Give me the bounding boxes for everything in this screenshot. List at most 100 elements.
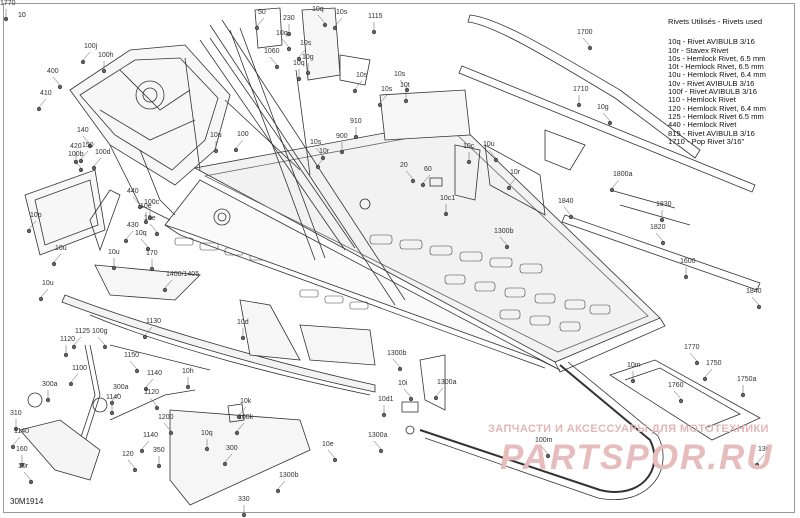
callout-label: 430 xyxy=(127,222,139,229)
fastener-symbol xyxy=(162,287,168,293)
callout-label: 1060 xyxy=(264,48,280,55)
callout-label: 20 xyxy=(400,162,408,169)
page-number: 10 xyxy=(18,12,26,19)
fastener-symbol xyxy=(506,185,512,191)
callout-label: 1760 xyxy=(668,382,684,389)
leader-line xyxy=(111,392,120,402)
column-tubes xyxy=(199,19,406,306)
fastener-symbol xyxy=(443,211,449,217)
fastener-symbol xyxy=(274,64,280,70)
callout-label: 10k xyxy=(240,398,252,405)
fastener-symbol xyxy=(408,396,414,402)
callout-label: 230 xyxy=(283,15,295,22)
fastener-symbol xyxy=(123,238,129,244)
callout-label: 10c xyxy=(463,143,475,150)
legend-item: 10r - Stavex Rivet xyxy=(668,45,729,55)
callout-label: 1150 xyxy=(124,352,140,359)
leader-line xyxy=(392,358,401,368)
callout-label: 50 xyxy=(258,9,266,16)
rivet-legend: Rivets Utilisés - Rivets used 10q - Rive… xyxy=(668,17,793,146)
callout-label: 1400/1405 xyxy=(166,271,200,278)
callout-label: 100b xyxy=(68,151,84,158)
leader-line xyxy=(28,220,37,230)
leader-line xyxy=(334,17,343,27)
callout-label: 1140 xyxy=(106,394,122,401)
fastener-symbol xyxy=(143,386,149,392)
leader-line xyxy=(315,147,324,157)
callout-label: 1120 xyxy=(144,389,160,396)
callout-label: 60 xyxy=(424,166,432,173)
fastener-symbol xyxy=(296,56,302,62)
leader-line xyxy=(422,174,431,184)
callout-label: 1100 xyxy=(72,365,88,372)
leader-line xyxy=(140,238,149,248)
callout-label: 150 xyxy=(82,142,94,149)
fastener-symbol xyxy=(332,457,338,463)
callout-label: 1300b xyxy=(494,228,514,235)
leader-line xyxy=(149,397,158,407)
callout-label: 300a xyxy=(42,381,58,388)
fastener-symbol xyxy=(587,45,593,51)
callout-label: 100j xyxy=(84,43,98,50)
leader-line xyxy=(73,336,82,346)
leader-line xyxy=(256,17,265,27)
leader-line xyxy=(317,14,326,24)
fastener-symbol xyxy=(26,228,32,234)
fastener-symbol xyxy=(63,352,69,358)
fastener-symbol xyxy=(78,167,84,173)
callout-label: 420 xyxy=(70,143,82,150)
fastener-symbol xyxy=(102,344,108,350)
fastener-symbol xyxy=(740,392,746,398)
fastener-symbol xyxy=(73,159,79,165)
callout-label: 10h xyxy=(182,368,194,375)
leader-line xyxy=(689,352,698,362)
fastener-symbol xyxy=(545,453,551,459)
leader-line xyxy=(655,232,664,242)
fastener-symbol xyxy=(352,88,358,94)
leader-line xyxy=(235,139,244,149)
leader-line xyxy=(53,253,62,263)
callout-label: 1300a xyxy=(368,432,388,439)
callout-label: 400 xyxy=(47,68,59,75)
leader-line xyxy=(80,150,89,160)
fastener-symbol xyxy=(433,395,439,401)
callout-label: 1300b xyxy=(279,472,299,479)
legend-item: 10t - Hemlock Rivet, 6.5 mm xyxy=(668,62,764,72)
fastener-symbol xyxy=(378,448,384,454)
callout-label: 1840 xyxy=(746,288,762,295)
callout-label: 1770 xyxy=(684,344,700,351)
leader-line xyxy=(164,279,173,289)
callout-label: 170 xyxy=(146,250,158,257)
callout-label: 1140 xyxy=(147,370,163,377)
fastener-symbol xyxy=(137,204,143,210)
callout-label: 10u xyxy=(55,245,67,252)
fastener-symbol xyxy=(204,446,210,452)
callout-label: 1600 xyxy=(680,258,696,265)
fastener-symbol xyxy=(254,25,260,31)
fastener-symbol xyxy=(45,397,51,403)
fastener-symbol xyxy=(315,164,321,170)
leader-line xyxy=(756,454,765,464)
fastener-symbol xyxy=(222,461,228,467)
callout-label: 1710 xyxy=(573,86,589,93)
leader-line xyxy=(127,459,136,469)
running-board-strip xyxy=(61,294,376,396)
fastener-symbol xyxy=(36,106,42,112)
fastener-symbol xyxy=(420,182,426,188)
callout-label: 10u xyxy=(108,249,120,256)
callout-label: 10s xyxy=(336,9,348,16)
fastener-symbols xyxy=(3,16,762,518)
legend-item: 110 - Hemlock Rivet xyxy=(668,95,736,105)
callout-label: 10q xyxy=(312,6,324,13)
leader-line xyxy=(399,79,408,89)
small-parts xyxy=(227,177,443,435)
legend-item: 100f - Rivet AVIBULB 3/16 xyxy=(668,87,757,97)
leader-line xyxy=(379,94,388,104)
callout-label: 100k xyxy=(238,414,254,421)
fastener-symbol xyxy=(111,265,117,271)
leader-line xyxy=(405,170,414,180)
callout-label: 100g xyxy=(92,328,108,335)
fastener-symbol xyxy=(19,462,25,468)
